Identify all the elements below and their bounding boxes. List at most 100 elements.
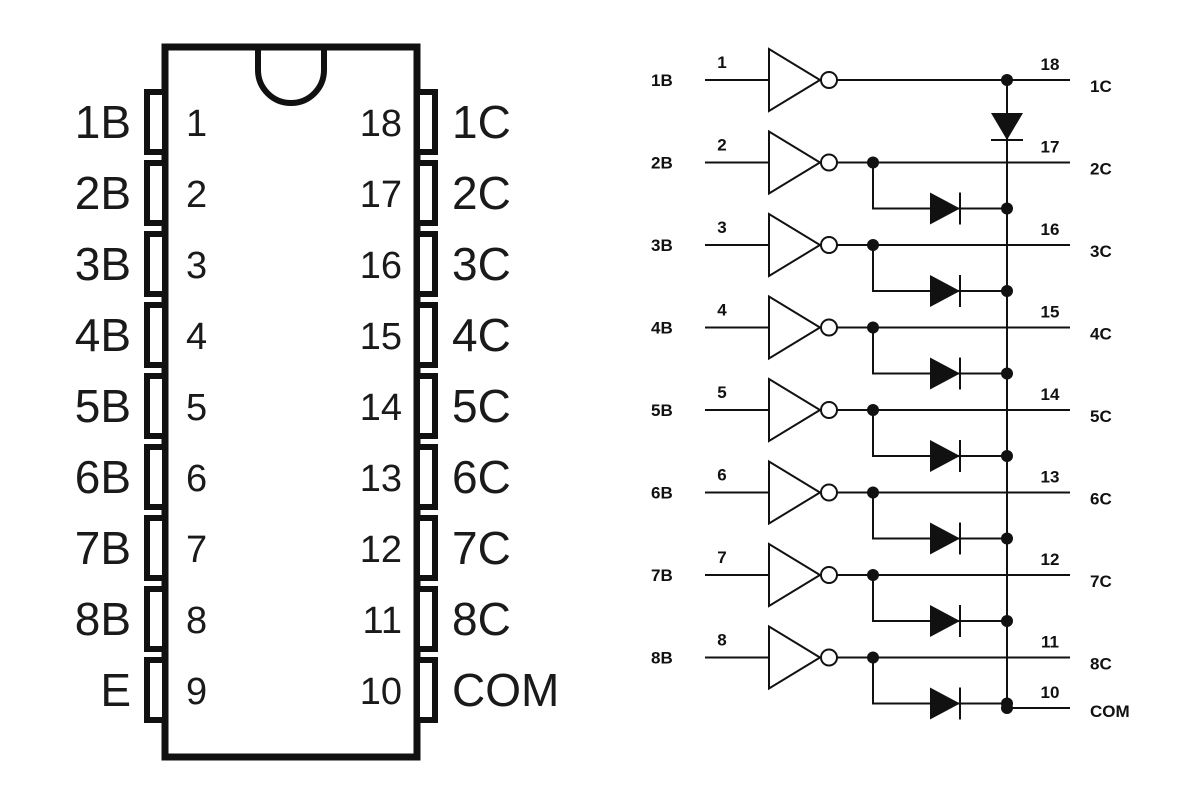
input-label: 6B [651,484,673,503]
left-pin-number: 1 [186,103,207,145]
bus-junction-dot [1001,450,1013,462]
bus-junction-dot [1001,285,1013,297]
input-pin-number: 6 [717,466,726,485]
output-pin-number: 11 [1041,633,1059,652]
right-pin-lead [414,89,438,155]
right-pin-lead [414,515,438,581]
right-pin-name: 3C [452,238,511,290]
bus-junction-dot [1001,202,1013,215]
input-label: 1B [651,71,673,90]
left-pin-name: 2B [75,167,131,219]
input-label: 4B [651,319,673,338]
left-pin-number: 3 [186,245,207,287]
left-pin-number: 4 [186,316,207,358]
output-pin-number: 14 [1041,385,1060,404]
inverter-icon [768,129,822,196]
right-pin-name: 2C [452,167,511,219]
input-pin-number: 8 [717,631,726,650]
left-pin-lead [144,89,168,155]
clamp-wire [872,162,1007,210]
input-pin-number: 5 [717,383,726,402]
common-pin-number: 10 [1041,683,1060,702]
input-pin-number: 4 [717,301,727,320]
inverter-icon [768,624,822,691]
right-pin-lead [414,231,438,297]
right-pin-number: 13 [360,458,402,500]
input-pin-number: 1 [717,53,726,72]
right-pin-number: 11 [363,600,402,642]
clamp-wire [872,492,1007,540]
clamp-wire [872,327,1007,375]
inverter-icon [768,294,822,361]
left-pin-lead [144,231,168,297]
left-pin-lead [144,515,168,581]
input-label: 5B [651,401,673,420]
bus-junction-dot [1001,367,1013,380]
output-pin-number: 18 [1041,55,1060,74]
right-pin-number: 16 [360,245,402,287]
output-label: 3C [1090,242,1112,261]
right-pin-number: 10 [360,671,402,713]
input-label: 8B [651,649,673,668]
clamp-wire [872,657,1007,705]
right-pin-number: 14 [360,387,402,429]
clamp-diode-icon [930,440,960,472]
inverter-icon [768,459,822,526]
left-pin-name: 7B [75,522,131,574]
left-pin-name: E [100,664,131,716]
output-pin-number: 17 [1041,138,1060,157]
left-pin-lead [144,373,168,439]
right-pin-lead [414,160,438,226]
bus-junction-dot [1001,615,1013,627]
output-label: 1C [1090,77,1112,96]
right-pin-lead [414,302,438,368]
right-pin-name: 1C [452,96,511,148]
output-label: 5C [1090,407,1112,426]
right-pin-number: 12 [360,529,402,571]
input-pin-number: 2 [717,136,726,155]
inverter-icon [768,377,822,443]
common-junction-dot [1001,702,1013,714]
right-pin-lead [414,657,438,723]
clamp-wire [872,410,1007,457]
left-pin-lead [144,160,168,226]
schematic-channel: 1B 1 18 1C [651,47,1112,113]
inverter-icon [768,47,822,113]
right-pin-name: 6C [452,451,511,503]
left-pin-name: 3B [75,238,131,290]
left-pin-lead [144,657,168,723]
inverter-bubble-icon [820,401,838,419]
left-pin-number: 6 [186,458,207,500]
input-label: 2B [651,154,673,173]
right-pin-number: 15 [360,316,402,358]
input-pin-number: 7 [717,548,726,567]
left-pin-lead [144,444,168,510]
clamp-diode-icon [930,357,960,390]
inverter-bubble-icon [820,236,838,254]
left-pin-lead [144,302,168,368]
clamp-wire [872,575,1007,622]
input-label: 7B [651,566,673,585]
output-label: 4C [1090,325,1112,344]
left-pin-number: 7 [186,529,207,571]
clamp-diode-icon [930,605,960,637]
left-pin-number: 5 [186,387,207,429]
left-pin-name: 1B [75,96,131,148]
right-pin-name: 8C [452,593,511,645]
clamp-wire [872,245,1007,292]
left-pin-name: 6B [75,451,131,503]
right-pin-number: 17 [360,174,402,216]
inverter-icon [768,542,822,608]
common-pin-label: COM [1090,702,1130,721]
output-pin-number: 13 [1041,468,1060,487]
right-pin-number: 18 [360,103,402,145]
left-pin-lead [144,586,168,652]
left-pin-name: 4B [75,309,131,361]
